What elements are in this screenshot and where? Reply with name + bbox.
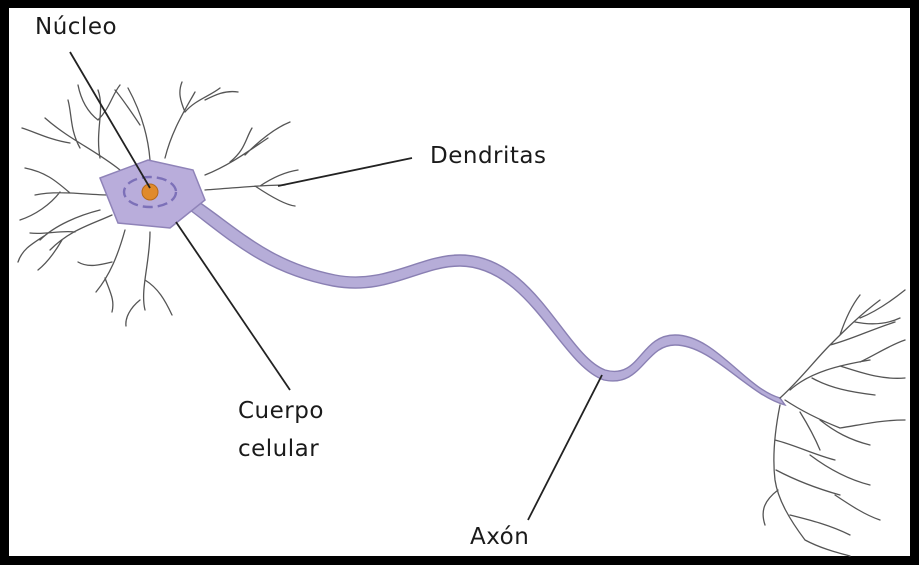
dendrites-leader-line — [278, 158, 412, 186]
cell-body-leader-line — [176, 222, 290, 390]
dendrites-label: Dendritas — [430, 143, 546, 169]
nucleus-label: Núcleo — [35, 14, 117, 40]
cell-body-label-line2: celular — [238, 436, 319, 462]
axon-leader-line — [528, 375, 602, 520]
axon-label: Axón — [470, 524, 529, 550]
cell-body-label-line1: Cuerpo — [238, 398, 324, 424]
nucleus-leader-line — [70, 52, 150, 188]
axon-terminals — [763, 290, 905, 556]
